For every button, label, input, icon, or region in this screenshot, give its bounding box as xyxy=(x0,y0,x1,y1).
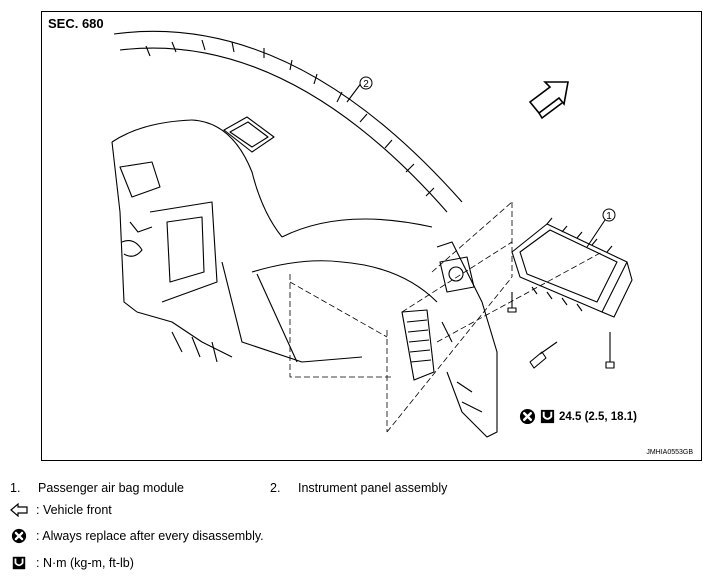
always-replace-label: : Always replace after every disassembly… xyxy=(36,529,264,543)
torque-wrench-icon xyxy=(540,409,555,424)
air-bag-module xyxy=(511,223,628,313)
torque-wrench-icon xyxy=(12,556,26,570)
vehicle-front-label: : Vehicle front xyxy=(36,503,112,517)
legend-always-replace: : Always replace after every disassembly… xyxy=(10,528,264,544)
torque-value: 24.5 (2.5, 18.1) xyxy=(559,410,637,423)
legend-torque-units: : N·m (kg-m, ft-lb) xyxy=(10,555,134,571)
legend-number-2: 2. xyxy=(270,481,281,495)
always-replace-icon xyxy=(11,528,27,544)
vehicle-front-arrow-icon xyxy=(528,81,569,120)
vehicle-front-arrow-icon xyxy=(10,502,28,518)
callout-2: 2 xyxy=(363,79,369,90)
image-code: JMHIA0553GB xyxy=(646,449,693,456)
side-vent xyxy=(401,309,435,381)
legend-number-1: 1. xyxy=(10,481,21,495)
dash-top-edge xyxy=(113,30,463,203)
diagram-frame: SEC. 680 xyxy=(41,11,702,461)
section-label: SEC. 680 xyxy=(48,16,104,31)
legend-vehicle-front: : Vehicle front xyxy=(10,502,112,518)
torque-units-label: : N·m (kg-m, ft-lb) xyxy=(36,556,134,570)
legend-label-2: Instrument panel assembly xyxy=(298,481,448,495)
instrument-panel-illustration: 2 1 xyxy=(111,30,633,438)
always-replace-icon xyxy=(519,408,536,425)
legend-items: 1. Passenger air bag module 2. Instrumen… xyxy=(10,481,530,495)
callout-1: 1 xyxy=(606,211,612,222)
legend-label-1: Passenger air bag module xyxy=(38,481,184,495)
torque-spec: 24.5 (2.5, 18.1) xyxy=(519,408,637,425)
